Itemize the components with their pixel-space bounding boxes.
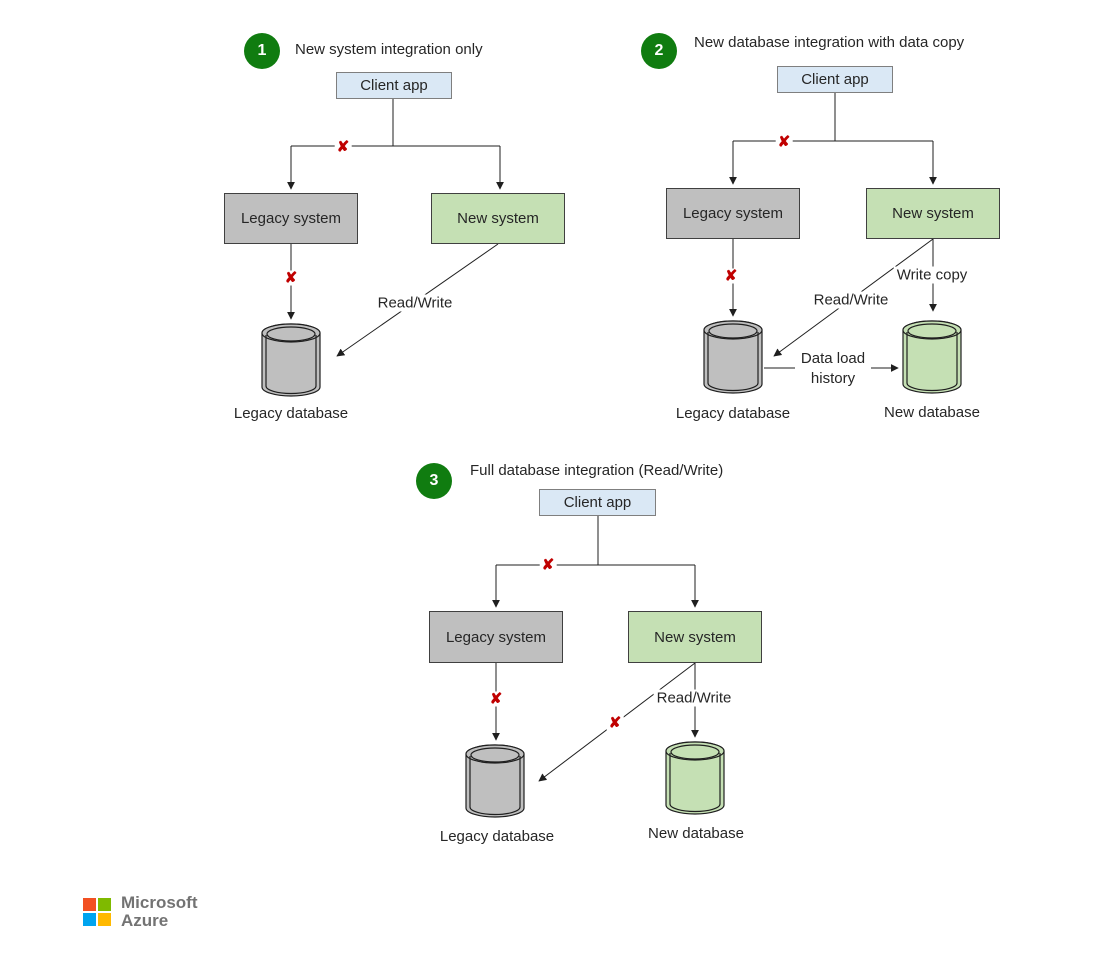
ms-square-green [98, 898, 111, 911]
panel3-read-write-label: Read/Write [653, 689, 735, 707]
panel2-client-app-node: Client app [777, 66, 893, 93]
panel2-new-database-label: New database [884, 404, 980, 421]
ms-square-yellow [98, 913, 111, 926]
panel3-legacy-database-label: Legacy database [439, 828, 555, 845]
panel1-title: New system integration only [295, 41, 483, 58]
panel2-new-system-node: New system [866, 188, 1000, 239]
microsoft-azure-logo: Microsoft Azure [83, 894, 198, 930]
panel3-legacy-system-node: Legacy system [429, 611, 563, 663]
panel1-legacy-database-label: Legacy database [233, 405, 349, 422]
panel2-data-load-history-label: Data load history [795, 349, 871, 388]
panel2-title: New database integration with data copy [694, 34, 965, 51]
panel2-read-write-label: Read/Write [810, 291, 892, 309]
panel3-title: Full database integration (Read/Write) [470, 462, 724, 479]
panel3-new-database-label: New database [648, 825, 744, 842]
logo-line-azure: Azure [121, 911, 169, 930]
panel2-legacy-system-node: Legacy system [666, 188, 800, 239]
panel1-read-write-label: Read/Write [374, 294, 456, 312]
panel3-client-app-node: Client app [539, 489, 656, 516]
step-badge-3: 3 [416, 463, 452, 499]
step-badge-1: 1 [244, 33, 280, 69]
panel1-client-app-node: Client app [336, 72, 452, 99]
ms-square-red [83, 898, 96, 911]
blocked-x-icon: ✘ [722, 267, 740, 285]
blocked-x-icon: ✘ [487, 690, 505, 708]
microsoft-logo-icon [83, 898, 111, 926]
logo-line-microsoft: Microsoft [121, 893, 198, 912]
panel2-legacy-database-cylinder [703, 320, 763, 394]
blocked-x-icon: ✘ [775, 133, 793, 151]
blocked-x-icon: ✘ [282, 269, 300, 287]
panel3-new-system-node: New system [628, 611, 762, 663]
panel2-new-database-cylinder [902, 320, 962, 394]
panel1-new-system-node: New system [431, 193, 565, 244]
panel3-legacy-database-cylinder [465, 744, 525, 818]
ms-square-blue [83, 913, 96, 926]
panel2-write-copy-label: Write copy [893, 266, 971, 284]
blocked-x-icon: ✘ [334, 138, 352, 156]
panel3-new-database-cylinder [665, 741, 725, 815]
panel2-legacy-database-label: Legacy database [675, 405, 791, 422]
blocked-x-icon: ✘ [539, 556, 557, 574]
panel1-legacy-system-node: Legacy system [224, 193, 358, 244]
step-badge-2: 2 [641, 33, 677, 69]
blocked-x-icon: ✘ [606, 714, 624, 732]
logo-text: Microsoft Azure [121, 894, 198, 930]
panel1-legacy-database-cylinder [261, 323, 321, 397]
